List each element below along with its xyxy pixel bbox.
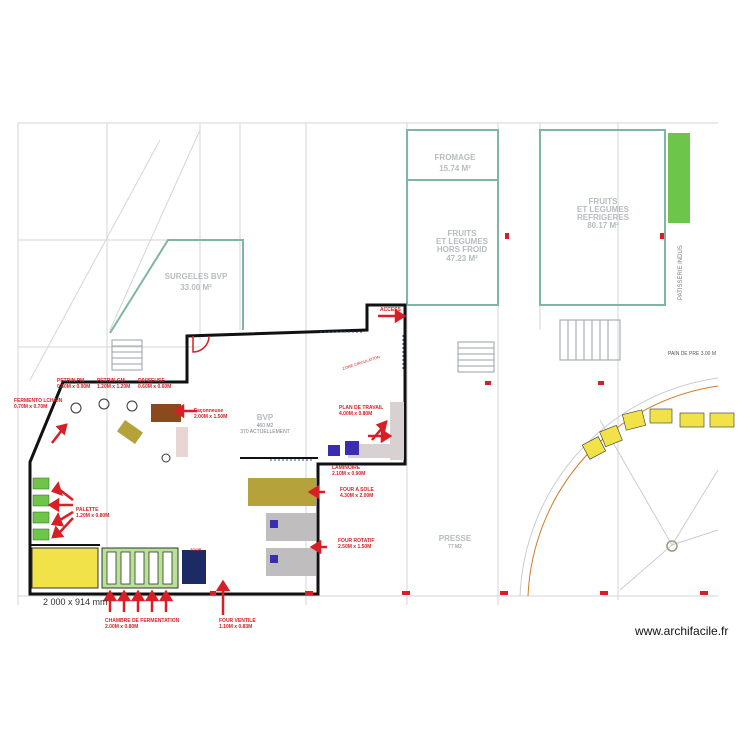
tour-label: TOUR bbox=[190, 547, 201, 552]
surgeles-area: 33.00 M² bbox=[180, 283, 212, 292]
palette-l1: PALETTE bbox=[76, 507, 99, 513]
fruits-froid-l1: FRUITS bbox=[589, 197, 619, 206]
chambre-l2: 2.00M x 0.80M bbox=[105, 624, 138, 630]
wall-outlets bbox=[270, 331, 404, 461]
four-rotatif-l2: 2.50M x 1.50M bbox=[338, 544, 371, 550]
display-tags bbox=[581, 408, 735, 460]
scale-indicator: 2 000 x 914 mm bbox=[43, 597, 108, 607]
fromage-name: FROMAGE bbox=[435, 153, 477, 162]
faconneuse-block bbox=[151, 404, 181, 422]
chambre-l1: CHAMBRE DE FERMENTATION bbox=[105, 618, 180, 624]
control-2 bbox=[270, 555, 278, 563]
diviseuse-l1: DIVISEUSE bbox=[138, 378, 165, 384]
equipment-labels: PETRIN PM 0.60M x 0.90M PETRIN GM 1.20M … bbox=[14, 378, 383, 630]
worktable-horizontal bbox=[348, 444, 398, 458]
pivot-marker bbox=[666, 540, 678, 552]
palette-l2: 1.20M x 0.80M bbox=[76, 513, 109, 519]
laminoire-block-2 bbox=[345, 441, 359, 455]
plan-travail-l2: 4.00M x 0.80M bbox=[339, 411, 372, 417]
petrin-gm-l2: 1.20M x 1.20M bbox=[97, 384, 130, 390]
room-labels: FROMAGE 15.74 M² FRUITS ET LEGUMES REFRI… bbox=[165, 153, 630, 550]
four-ventile-l2: 1.10M x 0.83M bbox=[219, 624, 252, 630]
diviseuse-l2: 0.60M x 0.60M bbox=[138, 384, 171, 390]
fruits-hors-l2: ET LEGUMES bbox=[436, 237, 489, 246]
rack-block bbox=[176, 427, 188, 457]
patisserie-label: PATISSERIE INDUS bbox=[678, 245, 684, 300]
chambre-big bbox=[31, 547, 99, 589]
four-sole-block bbox=[248, 478, 316, 506]
bvp-sub2: 370 ACTUELLEMENT bbox=[240, 429, 289, 435]
rack-slots bbox=[106, 551, 173, 585]
green-shelf bbox=[668, 133, 690, 223]
presse-sub: 77 M2 bbox=[448, 544, 462, 550]
zone-circ-label: ZONE CIRCULATION bbox=[342, 354, 381, 371]
faconneuse-l2: 2.00M x 1.50M bbox=[194, 414, 227, 420]
four-sole-l1: FOUR A SOLE bbox=[340, 487, 374, 493]
bvp-sub1: 460 M2 bbox=[257, 423, 274, 429]
four-sole-l2: 4.30M x 2.00M bbox=[340, 493, 373, 499]
petrin-pm-l1: PETRIN PM bbox=[57, 378, 84, 384]
four-rotatif-l1: FOUR ROTATIF bbox=[338, 538, 374, 544]
fruits-hors-area: 47.23 M² bbox=[446, 254, 478, 263]
fermento-l2: 0.70M x 0.70M bbox=[14, 404, 47, 410]
laminoire-block-1 bbox=[328, 445, 340, 456]
watermark-link[interactable]: www.archifacile.fr bbox=[635, 624, 729, 638]
palettes bbox=[32, 477, 50, 541]
faconneuse-l1: Façonneuse bbox=[194, 408, 223, 414]
surgeles-name: SURGELES BVP bbox=[165, 272, 228, 281]
petrin-gm-l1: PETRIN GM bbox=[97, 378, 125, 384]
bvp-name: BVP bbox=[257, 413, 274, 422]
door-swing bbox=[192, 335, 210, 353]
bakery-walls bbox=[28, 303, 407, 596]
fruits-hors-l3: HORS FROID bbox=[437, 245, 487, 254]
cold-rooms bbox=[109, 129, 666, 334]
fermento-l1: FERMENTO LCHAIN bbox=[14, 398, 63, 404]
plan-travail-l1: PLAN DE TRAVAIL bbox=[339, 405, 383, 411]
fruits-froid-area: 80.17 M² bbox=[587, 221, 619, 230]
fruits-froid-l3: REFRIGERES bbox=[577, 213, 630, 222]
red-markers bbox=[210, 233, 708, 595]
petrin-circles bbox=[70, 398, 171, 463]
laminoire-l1: LAMINOIRE bbox=[332, 465, 361, 471]
acces-label: ACCESS bbox=[380, 307, 402, 313]
petrin-pm-l2: 0.60M x 0.90M bbox=[57, 384, 90, 390]
laminoire-l2: 2.10M x 0.90M bbox=[332, 471, 365, 477]
control-1 bbox=[270, 520, 278, 528]
red-arrows bbox=[47, 308, 407, 615]
arc-lines bbox=[519, 377, 719, 597]
fruits-froid-l2: ET LEGUMES bbox=[577, 205, 630, 214]
presse-name: PRESSE bbox=[439, 534, 472, 543]
fruits-hors-l1: FRUITS bbox=[448, 229, 478, 238]
four-ventile-l1: FOUR VENTILE bbox=[219, 618, 256, 624]
table-block bbox=[116, 419, 144, 445]
four-ventile-block bbox=[182, 550, 206, 584]
fromage-area: 15.74 M² bbox=[439, 164, 471, 173]
stairs bbox=[111, 319, 621, 373]
pain-ligne-label: PAIN DE PRE 3.00 M bbox=[668, 351, 716, 357]
